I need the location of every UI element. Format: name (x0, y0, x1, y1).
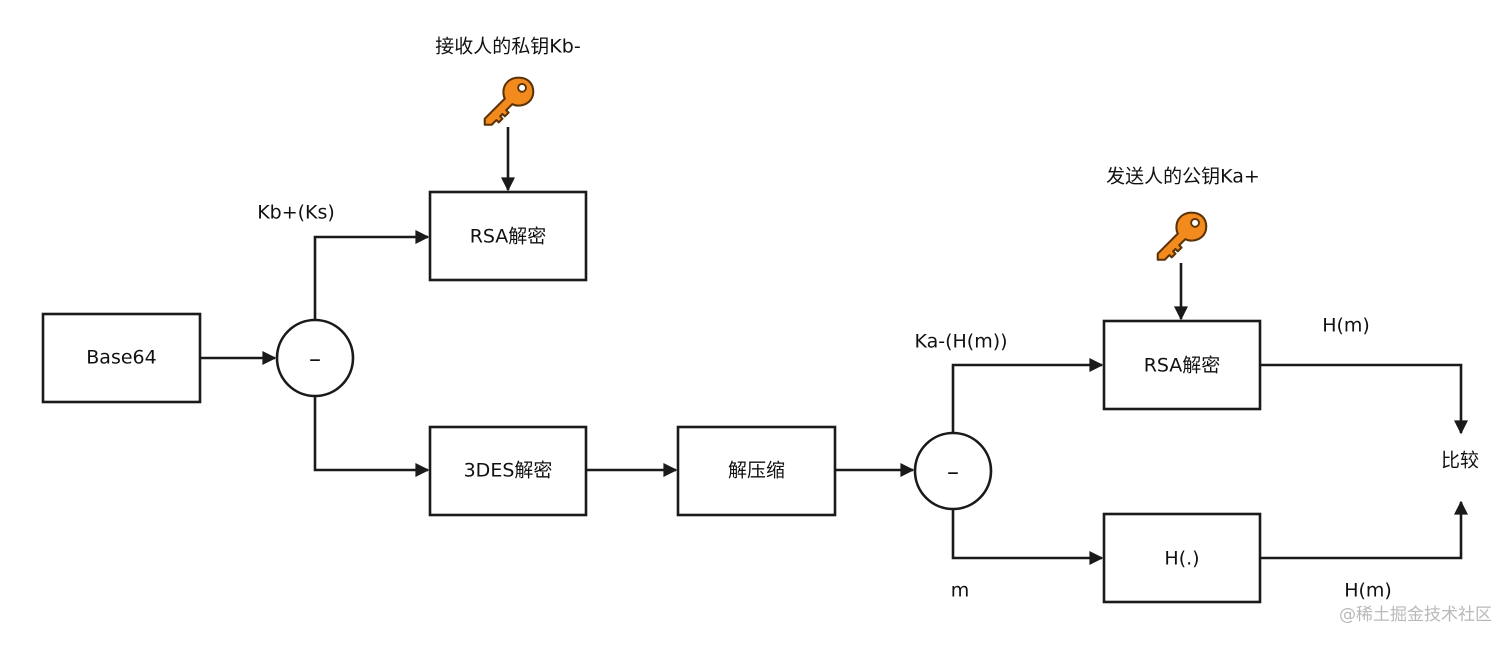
node-split-1: – (275, 318, 355, 398)
node-hash-function-label: H(.) (1164, 548, 1199, 570)
node-rsa-decrypt-top: RSA解密 (428, 190, 588, 282)
node-rsa-decrypt-top-label: RSA解密 (470, 226, 547, 248)
edges (200, 127, 1468, 565)
node-compare-label: 比较 (1441, 450, 1479, 472)
watermark-text: @稀土掘金技术社区 (1339, 605, 1492, 625)
key-icon (1156, 211, 1208, 261)
digest-bottom-label: H(m) (1344, 580, 1392, 602)
encrypted-session-key-label: Kb+(Ks) (257, 202, 335, 224)
receiver-private-key-label: 接收人的私钥Kb- (435, 36, 580, 58)
split-2-symbol: – (947, 458, 959, 486)
node-base64-label: Base64 (86, 347, 156, 369)
edge-hash-to-compare (1260, 500, 1468, 560)
node-split-2: – (913, 431, 993, 511)
key-icon (483, 76, 535, 126)
node-decompress-label: 解压缩 (728, 460, 785, 482)
edge-split1-to-3des (313, 396, 430, 477)
split-1-symbol: – (309, 345, 321, 373)
node-rsa-decrypt-right: RSA解密 (1102, 319, 1262, 411)
node-base64: Base64 (41, 312, 202, 404)
sender-public-key-label: 发送人的公钥Ka+ (1106, 166, 1260, 188)
node-decompress: 解压缩 (676, 425, 837, 517)
edge-split2-to-rsa-right (951, 358, 1104, 432)
node-hash-function: H(.) (1102, 512, 1262, 604)
message-label: m (951, 580, 970, 602)
edge-rsa-right-to-compare (1260, 363, 1468, 435)
edge-split2-to-hash (951, 510, 1104, 565)
node-3des-decrypt: 3DES解密 (428, 425, 588, 517)
edge-split1-to-rsa-top (313, 230, 430, 320)
node-rsa-decrypt-right-label: RSA解密 (1144, 355, 1221, 377)
signed-digest-label: Ka-(H(m)) (914, 331, 1007, 353)
node-3des-decrypt-label: 3DES解密 (464, 460, 553, 482)
digest-top-label: H(m) (1322, 315, 1370, 337)
